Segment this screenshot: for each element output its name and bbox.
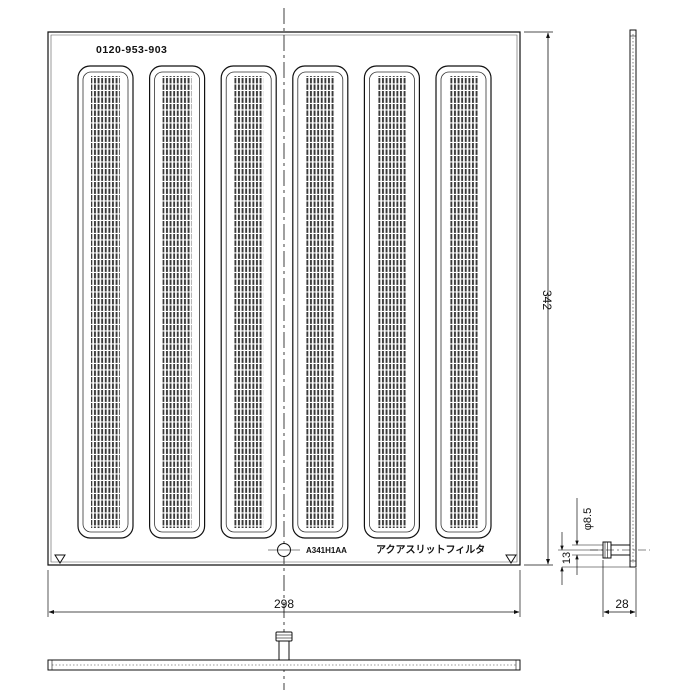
- slot-mesh: [377, 76, 407, 528]
- bottom-knob: [275, 631, 293, 661]
- panel-outline: [47, 31, 521, 566]
- knob-circle-icon: [268, 543, 300, 557]
- slot-mesh: [234, 76, 264, 528]
- front-view: 0120-953-903 A341H1AA アクアスリットフィルタ: [47, 8, 521, 690]
- product-name-label: アクアスリットフィルタ: [376, 544, 485, 556]
- side-panel: [629, 29, 637, 568]
- slot-5: [363, 65, 420, 539]
- side-view: φ8.5 13 28: [558, 29, 650, 617]
- knob-diameter-text: φ8.5: [582, 508, 594, 530]
- knob-offset-text: 13: [561, 552, 573, 564]
- slot-mesh: [449, 76, 478, 528]
- height-dimension-text: 342: [540, 290, 554, 310]
- slot-1: [77, 65, 134, 539]
- side-knob: [590, 541, 650, 559]
- slot-mesh: [305, 76, 335, 528]
- panel-inner-edge: [50, 34, 518, 563]
- slot-2: [149, 65, 206, 539]
- model-code-label: A341H1AA: [306, 546, 347, 555]
- slot-group: [77, 65, 492, 539]
- phone-number-label: 0120-953-903: [96, 44, 167, 56]
- bottom-view: [47, 631, 521, 671]
- slot-6: [435, 65, 492, 539]
- corner-triangle-left-icon: [54, 554, 66, 564]
- depth-dimension-text: 28: [615, 597, 629, 611]
- slot-4: [292, 65, 349, 539]
- dimension-height: 342: [524, 31, 554, 566]
- slot-mesh: [91, 76, 120, 528]
- corner-triangle-right-icon: [505, 554, 517, 564]
- slot-mesh: [162, 76, 192, 528]
- slot-3: [220, 65, 277, 539]
- width-dimension-text: 298: [274, 597, 294, 611]
- dimension-width: 298: [47, 570, 521, 617]
